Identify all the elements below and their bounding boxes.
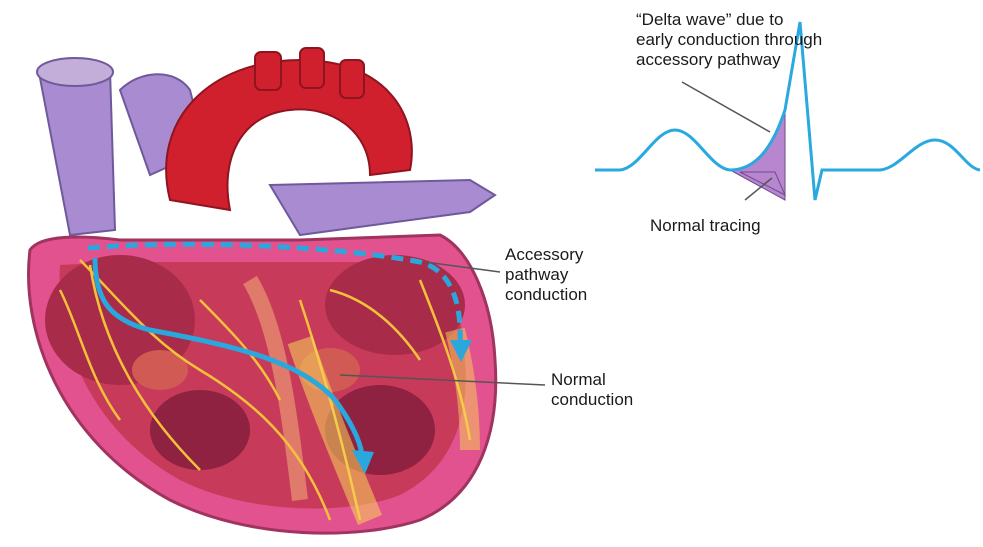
heart-illustration [29, 48, 496, 533]
accessory-pathway-label: Accessory pathway conduction [505, 245, 587, 305]
accessory-line-3: conduction [505, 285, 587, 305]
normal-conduction-label: Normal conduction [551, 370, 633, 410]
delta-wave-line-3: accessory pathway [636, 50, 822, 70]
superior-vena-cava [40, 62, 115, 235]
delta-wave-label: “Delta wave” due to early conduction thr… [636, 10, 822, 70]
pulmonary-veins [270, 180, 495, 235]
aortic-branch-2 [300, 48, 324, 88]
accessory-line-2: pathway [505, 265, 587, 285]
normal-conduction-line-1: Normal [551, 370, 633, 390]
delta-wave-line-2: early conduction through [636, 30, 822, 50]
aortic-branch-3 [340, 60, 364, 98]
delta-wave-line-1: “Delta wave” due to [636, 10, 822, 30]
vena-cava-opening [37, 58, 113, 86]
normal-conduction-line-2: conduction [551, 390, 633, 410]
aortic-branch-1 [255, 52, 281, 90]
normal-tracing-label: Normal tracing [650, 216, 761, 236]
accessory-line-1: Accessory [505, 245, 587, 265]
delta-leader [682, 82, 770, 132]
